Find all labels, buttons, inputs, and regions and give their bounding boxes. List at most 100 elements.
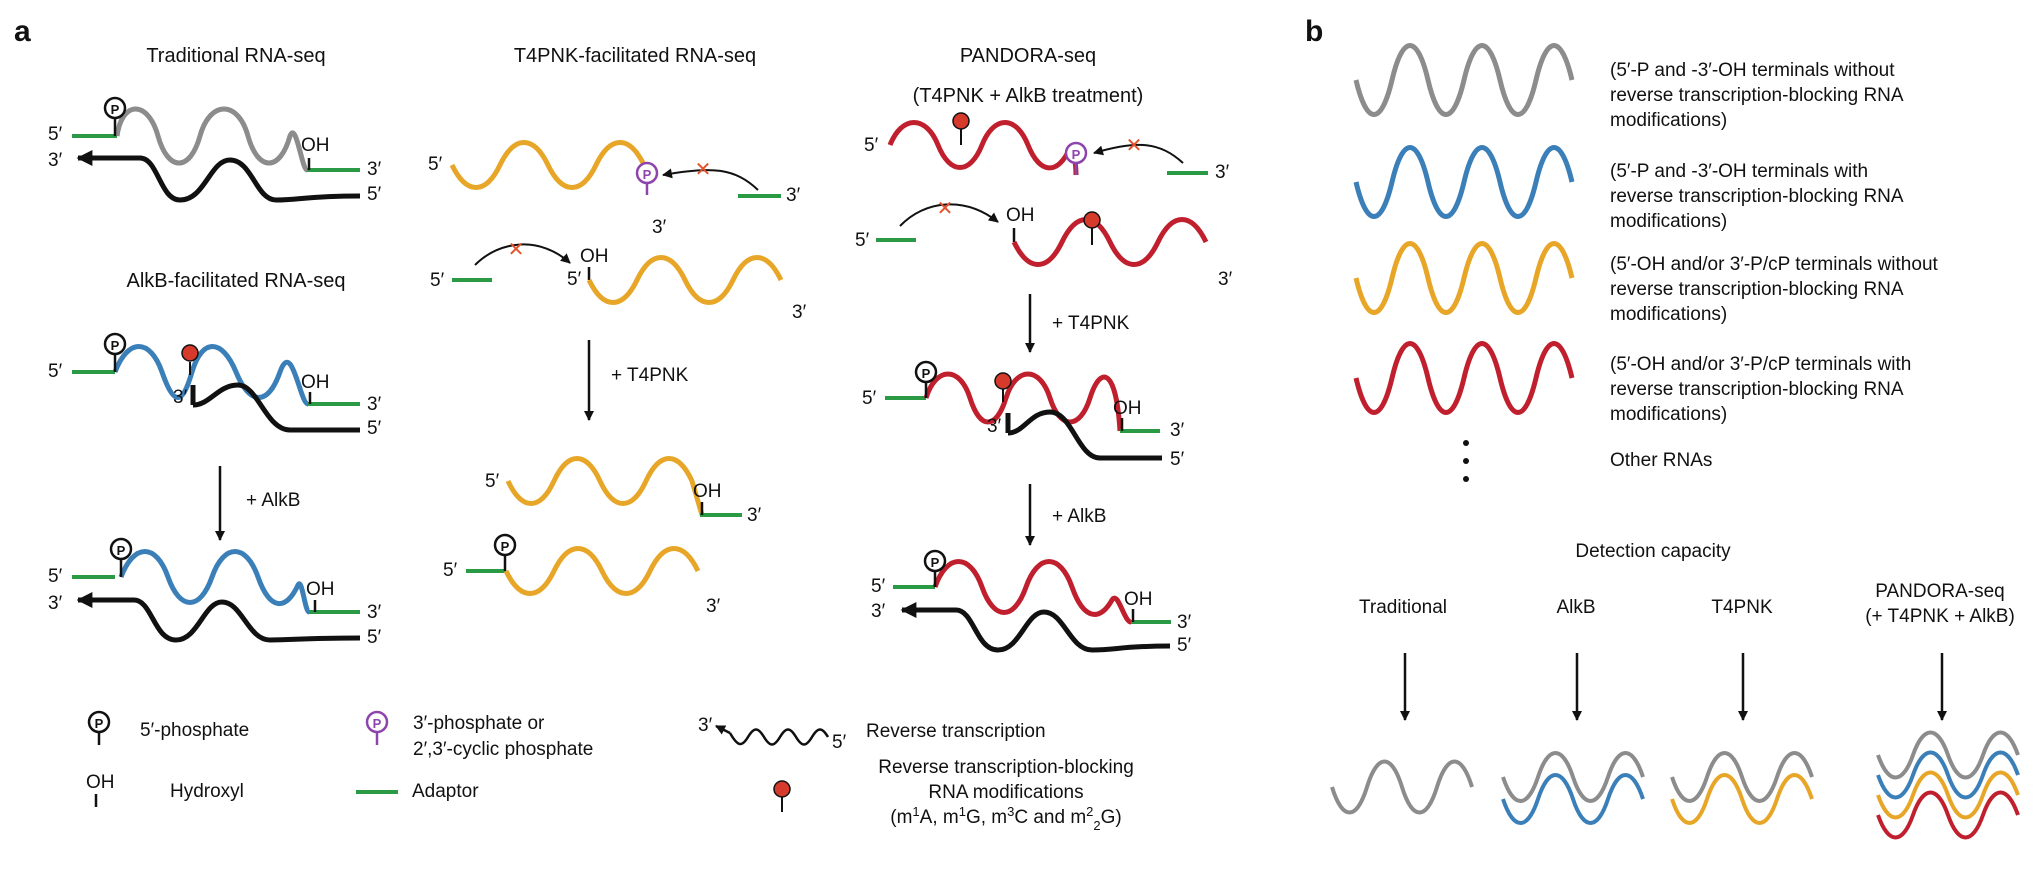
end-5-label: 5′ xyxy=(48,566,63,587)
oh-label: OH xyxy=(306,579,335,600)
pandora-step2-label: + AlkB xyxy=(1052,506,1106,527)
end-3-label: 3′ xyxy=(1177,612,1192,633)
ellipsis-dot xyxy=(1463,476,1469,482)
end-3-label: 3′ xyxy=(987,416,1002,437)
detected-wave xyxy=(1330,759,1474,815)
phosphate-p: P xyxy=(95,716,104,731)
phosphate-p: P xyxy=(501,539,510,554)
blocked-cross: ✕ xyxy=(937,198,954,220)
end-5-label: 5′ xyxy=(871,576,886,597)
end-5-label: 5′ xyxy=(862,388,877,409)
end-3-label: 3′ xyxy=(747,505,762,526)
rna-strand xyxy=(887,120,1079,176)
phosphate-5-icon xyxy=(103,96,127,120)
panel-b-label: b xyxy=(1305,15,1323,48)
phosphate-p: P xyxy=(922,366,931,381)
rna-strand xyxy=(1011,217,1209,267)
ligation-arrow xyxy=(474,243,571,266)
rt-arrowhead xyxy=(715,724,731,735)
oh-label: OH xyxy=(580,246,609,267)
end-5-label: 5′ xyxy=(48,361,63,382)
legend-5-phosphate: 5′-phosphate xyxy=(140,720,249,741)
t4pnk-diagram: 5′ P 3′ ✕ 3′ 5′ ✕ 5′ OH 3′ + T4PNK 5′ OH… xyxy=(428,140,807,617)
ellipsis-dot xyxy=(1463,440,1469,446)
end-3-label: 3′ xyxy=(367,159,382,180)
legend-blocking-line1: Reverse transcription-blocking xyxy=(878,757,1134,778)
end-5-label: 5′ xyxy=(1177,635,1192,656)
end-3-label: 3′ xyxy=(48,593,63,614)
oh-label: OH xyxy=(1113,398,1142,419)
class-desc: reverse transcription-blocking RNA xyxy=(1610,186,1904,207)
end-5-label: 5′ xyxy=(367,627,382,648)
legend-hydroxyl: Hydroxyl xyxy=(170,781,244,802)
legend-blocking-line2: RNA modifications xyxy=(928,782,1083,803)
rna-strand xyxy=(923,371,1123,432)
end-5-label: 5′ xyxy=(855,230,870,251)
class-desc: (5′-OH and/or 3′-P/cP terminals with xyxy=(1610,354,1911,375)
modification-icon xyxy=(181,344,199,362)
rna-strand xyxy=(932,559,1133,625)
modification-icon xyxy=(994,372,1012,390)
phosphate-5-icon xyxy=(923,549,947,573)
method-label: PANDORA-seq xyxy=(1875,581,2005,602)
t4pnk-title: T4PNK-facilitated RNA-seq xyxy=(514,45,756,67)
end-3-label: 3′ xyxy=(1170,420,1185,441)
rna-strand xyxy=(114,106,310,173)
rna-strand xyxy=(586,255,784,305)
end-5-label: 5′ xyxy=(430,270,445,291)
pandora-step1-label: + T4PNK xyxy=(1052,313,1130,334)
alkb-title: AlkB-facilitated RNA-seq xyxy=(127,270,346,292)
ligation-arrow xyxy=(662,168,759,191)
method-label: T4PNK xyxy=(1711,597,1773,618)
oh-label: OH xyxy=(301,135,330,156)
end-5-label: 5′ xyxy=(428,154,443,175)
phosphate-p: P xyxy=(931,555,940,570)
pandora-title: PANDORA-seq xyxy=(960,45,1096,67)
legend-adaptor: Adaptor xyxy=(412,781,479,802)
detected-wave xyxy=(1876,770,2020,820)
phosphate-3-icon xyxy=(635,161,659,185)
detected-wave xyxy=(1501,773,1645,825)
class-wave xyxy=(1353,145,1575,219)
panel-a-label: a xyxy=(14,15,31,48)
alkb-step-label: + AlkB xyxy=(246,490,300,511)
end-3-label: 3′ xyxy=(698,715,713,736)
phosphate-5-icon xyxy=(103,332,127,356)
ligation-arrow xyxy=(899,203,999,227)
class-wave xyxy=(1353,43,1575,117)
legend-rt: Reverse transcription xyxy=(866,721,1046,742)
oh-label: OH xyxy=(301,372,330,393)
detected-wave xyxy=(1876,750,2020,800)
end-3-label: 3′ xyxy=(367,602,382,623)
end-5-label: 5′ xyxy=(864,135,879,156)
class-desc: modifications) xyxy=(1610,304,1727,325)
class-desc: (5′-P and -3′-OH terminals with xyxy=(1610,161,1868,182)
rna-strand xyxy=(505,456,705,516)
end-3-label: 3′ xyxy=(652,217,667,238)
alkb-diagram: 3′ P OH 5′ 3′ 5′ + AlkB P OH 5′ 3′ 3′ 5′ xyxy=(48,332,382,648)
end-5-label: 5′ xyxy=(48,124,63,145)
method-label: Traditional xyxy=(1359,597,1447,618)
class-desc: reverse transcription-blocking RNA xyxy=(1610,279,1904,300)
detected-wave xyxy=(1501,751,1645,803)
class-wave xyxy=(1353,341,1575,415)
other-rnas: Other RNAs xyxy=(1610,450,1712,471)
cdna-strand xyxy=(946,607,1171,653)
ellipsis-dot xyxy=(1463,458,1469,464)
end-5-label: 5′ xyxy=(367,418,382,439)
end-3-label: 3′ xyxy=(871,601,886,622)
rna-strand xyxy=(112,344,310,407)
end-3-label: 3′ xyxy=(792,302,807,323)
traditional-diagram: P OH 5′ 3′ 3′ 5′ xyxy=(48,96,382,205)
capacity-title: Detection capacity xyxy=(1575,541,1731,562)
cdna-strand xyxy=(126,155,361,203)
phosphate-p: P xyxy=(111,102,120,117)
cdna-strand xyxy=(1007,409,1162,461)
end-3-label: 3′ xyxy=(173,387,188,408)
blocked-cross: ✕ xyxy=(1126,135,1143,157)
blocked-cross: ✕ xyxy=(695,159,712,181)
modification-icon xyxy=(952,112,970,130)
rna-strand xyxy=(503,546,701,596)
phosphate-5-icon xyxy=(914,360,938,384)
detected-wave xyxy=(1670,773,1814,825)
